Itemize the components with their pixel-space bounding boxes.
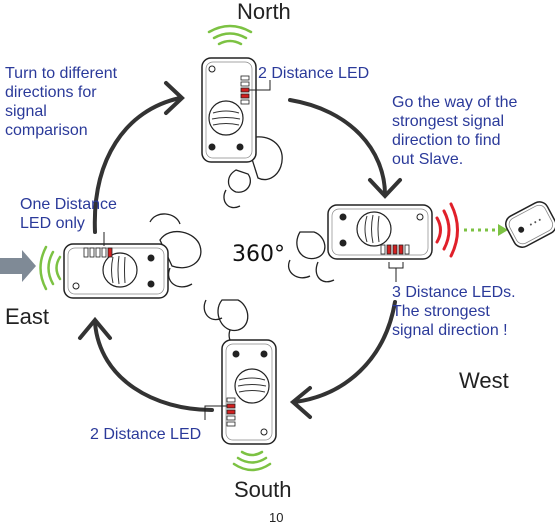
rotation-arrows: [78, 81, 402, 419]
arrowhead-east: [78, 316, 112, 340]
direction-north-label: North: [237, 0, 291, 24]
signal-waves-west: [435, 202, 459, 258]
direction-east-label: East: [5, 304, 50, 329]
direction-south-label: South: [234, 477, 292, 502]
arrow-west-to-south: [293, 300, 397, 404]
turn-directions-note: Turn to different directions for signal …: [5, 65, 118, 139]
arrow-south-to-east: [93, 321, 214, 412]
direction-west-label: West: [459, 368, 509, 393]
hand-east: [159, 230, 202, 269]
north-led-note: 2 Distance LED: [258, 65, 370, 82]
device-west: [287, 204, 433, 283]
arrow-east-to-north: [92, 96, 182, 234]
signal-waves-south: [232, 450, 272, 472]
west-led-note: 3 Distance LEDs. The strongest signal di…: [392, 284, 516, 339]
signal-waves-north: [207, 24, 253, 46]
south-led-note: 2 Distance LED: [90, 426, 202, 443]
device-east: [63, 213, 202, 299]
led-row-east: [83, 247, 113, 258]
arrow-north-to-west: [288, 98, 387, 197]
rotation-360-label: 360°: [232, 242, 285, 267]
page-number: 10: [269, 510, 284, 525]
signal-waves-east: [39, 245, 62, 291]
slave-tag: [505, 201, 555, 248]
arrowhead-west: [368, 178, 402, 199]
arrowhead-north: [164, 81, 185, 115]
led-row-west: [380, 244, 410, 255]
hand-west: [296, 231, 326, 260]
signal-path-to-slave: [464, 224, 508, 236]
device-north: [201, 57, 283, 209]
east-led-note: One Distance LED only: [20, 196, 117, 232]
pointer-arrow: [0, 250, 36, 282]
arrowhead-south: [289, 386, 312, 419]
hand-south: [217, 299, 249, 332]
strongest-direction-note: Go the way of the strongest signal direc…: [392, 94, 518, 168]
led-column-south: [226, 397, 236, 427]
device-south: [203, 299, 277, 445]
led-column-north: [240, 75, 250, 105]
